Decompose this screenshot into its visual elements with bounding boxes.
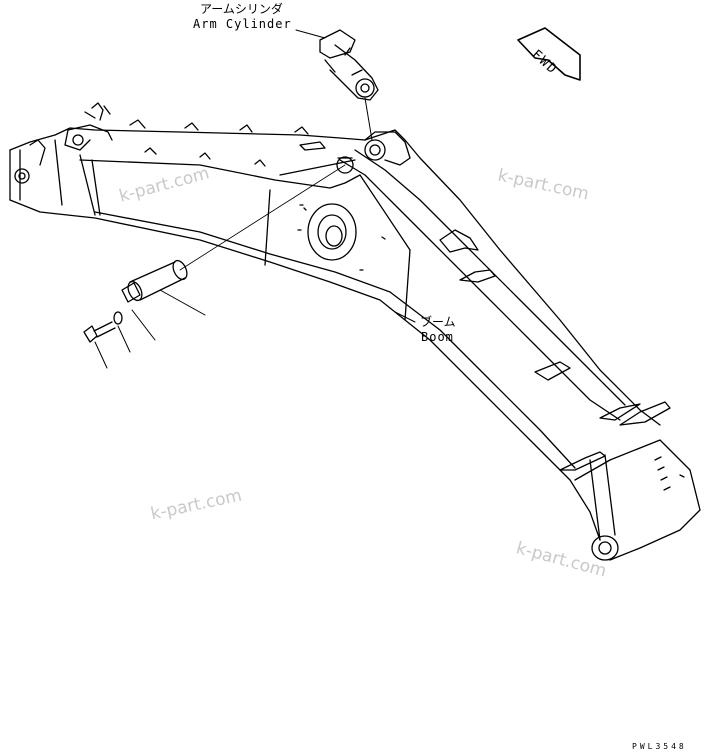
boom-label-en: Boom [421,330,454,344]
boom-leader [394,311,416,323]
arm-cylinder-rod-end [295,29,379,141]
drawing-code: PWL3548 [632,742,687,751]
fwd-arrow-icon [517,27,581,81]
arm-cylinder-label-en: Arm Cylinder [193,17,292,31]
pin-assembly [83,164,346,369]
boom [9,102,701,561]
arm-cylinder-label-jp: アームシリンダ [200,2,283,16]
boom-label-jp: ブーム [420,315,456,329]
